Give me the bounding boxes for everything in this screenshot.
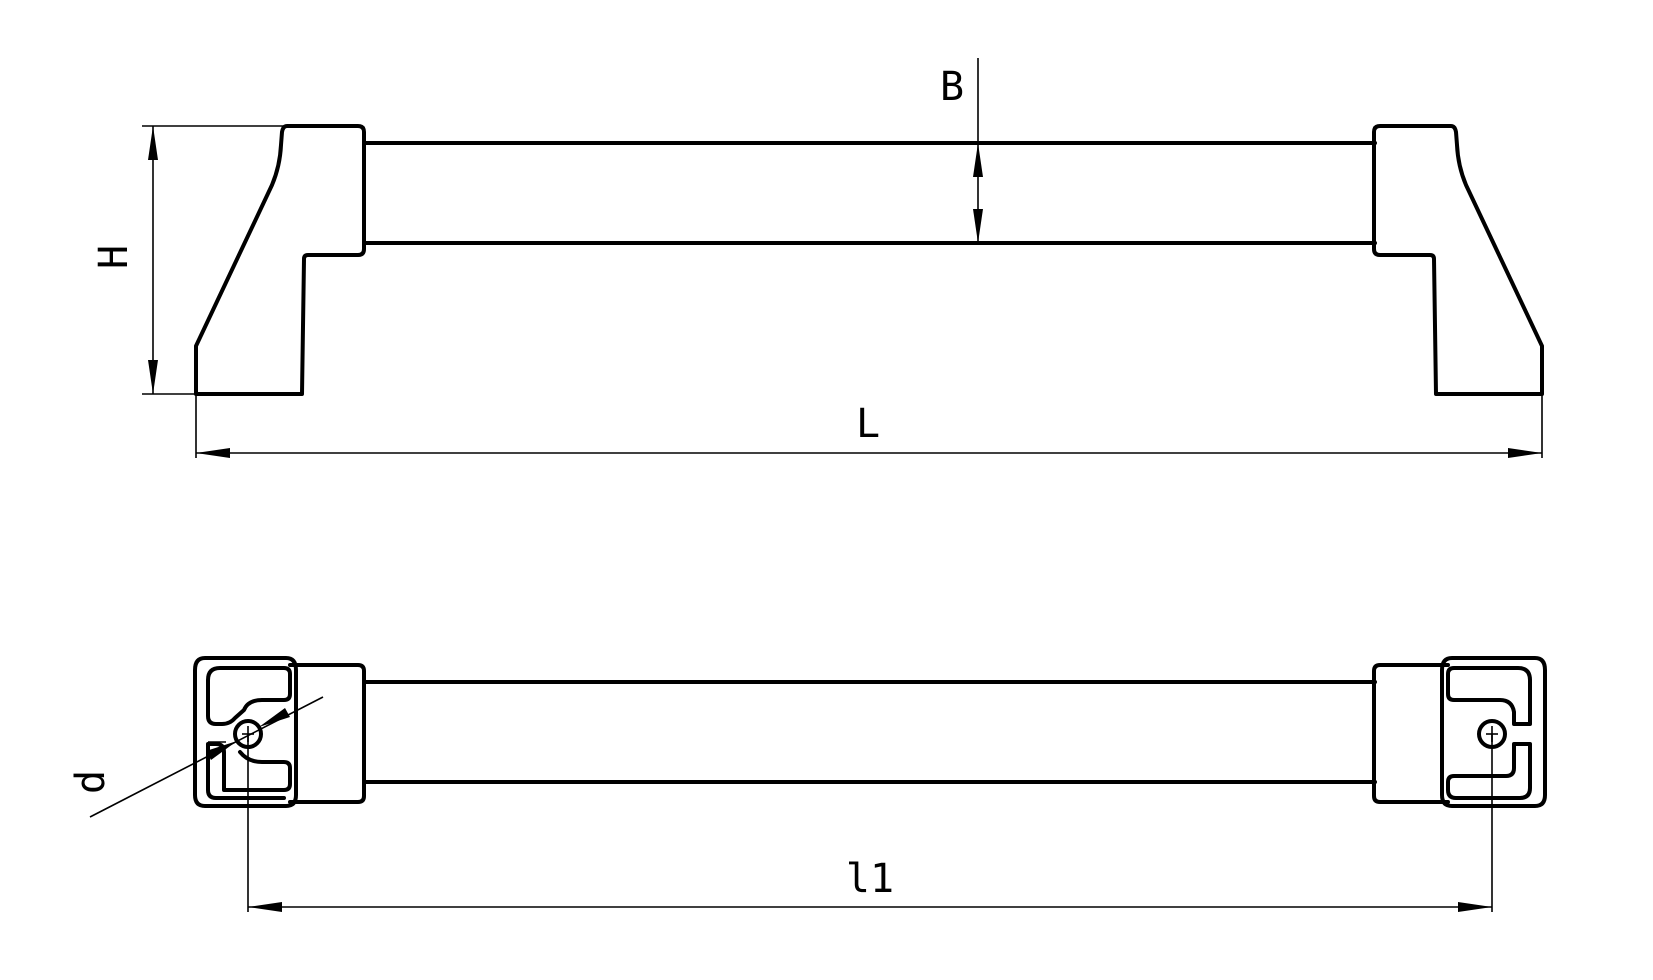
dimension-d: d [68,696,324,818]
h-label: H [91,245,137,269]
b-label: B [940,64,964,110]
dimension-b: B [940,58,983,243]
dimension-l1: l1 [247,734,1493,912]
b-arrow-top [973,143,983,177]
right-leg [1372,124,1544,396]
left-leg [194,124,366,396]
h-arrow-bottom [148,360,158,394]
right-inner-slot-upper [1446,666,1532,726]
h-arrow-top [148,126,158,160]
l1-arrow-right [1458,902,1492,912]
right-collar [1372,663,1450,804]
d-label: d [68,770,114,794]
l-label: L [856,401,880,447]
side-view: H B L [91,58,1544,458]
b-arrow-bottom [973,209,983,243]
l-arrow-right [1508,448,1542,458]
left-inner-slot-upper [206,666,292,726]
dimension-l: L [195,394,1543,458]
l-arrow-left [196,448,230,458]
left-collar [288,663,366,804]
l1-label: l1 [846,856,894,902]
left-end-outline [193,656,298,808]
right-inner-slot-lower [1446,742,1532,800]
d-arrow-upper [259,708,290,727]
l1-arrow-left [248,902,282,912]
right-end-top [1372,656,1547,808]
left-end-top [193,656,366,808]
d-arrow-lower [206,741,237,760]
top-view: d l1 [68,656,1547,912]
dimension-h: H [91,125,287,395]
